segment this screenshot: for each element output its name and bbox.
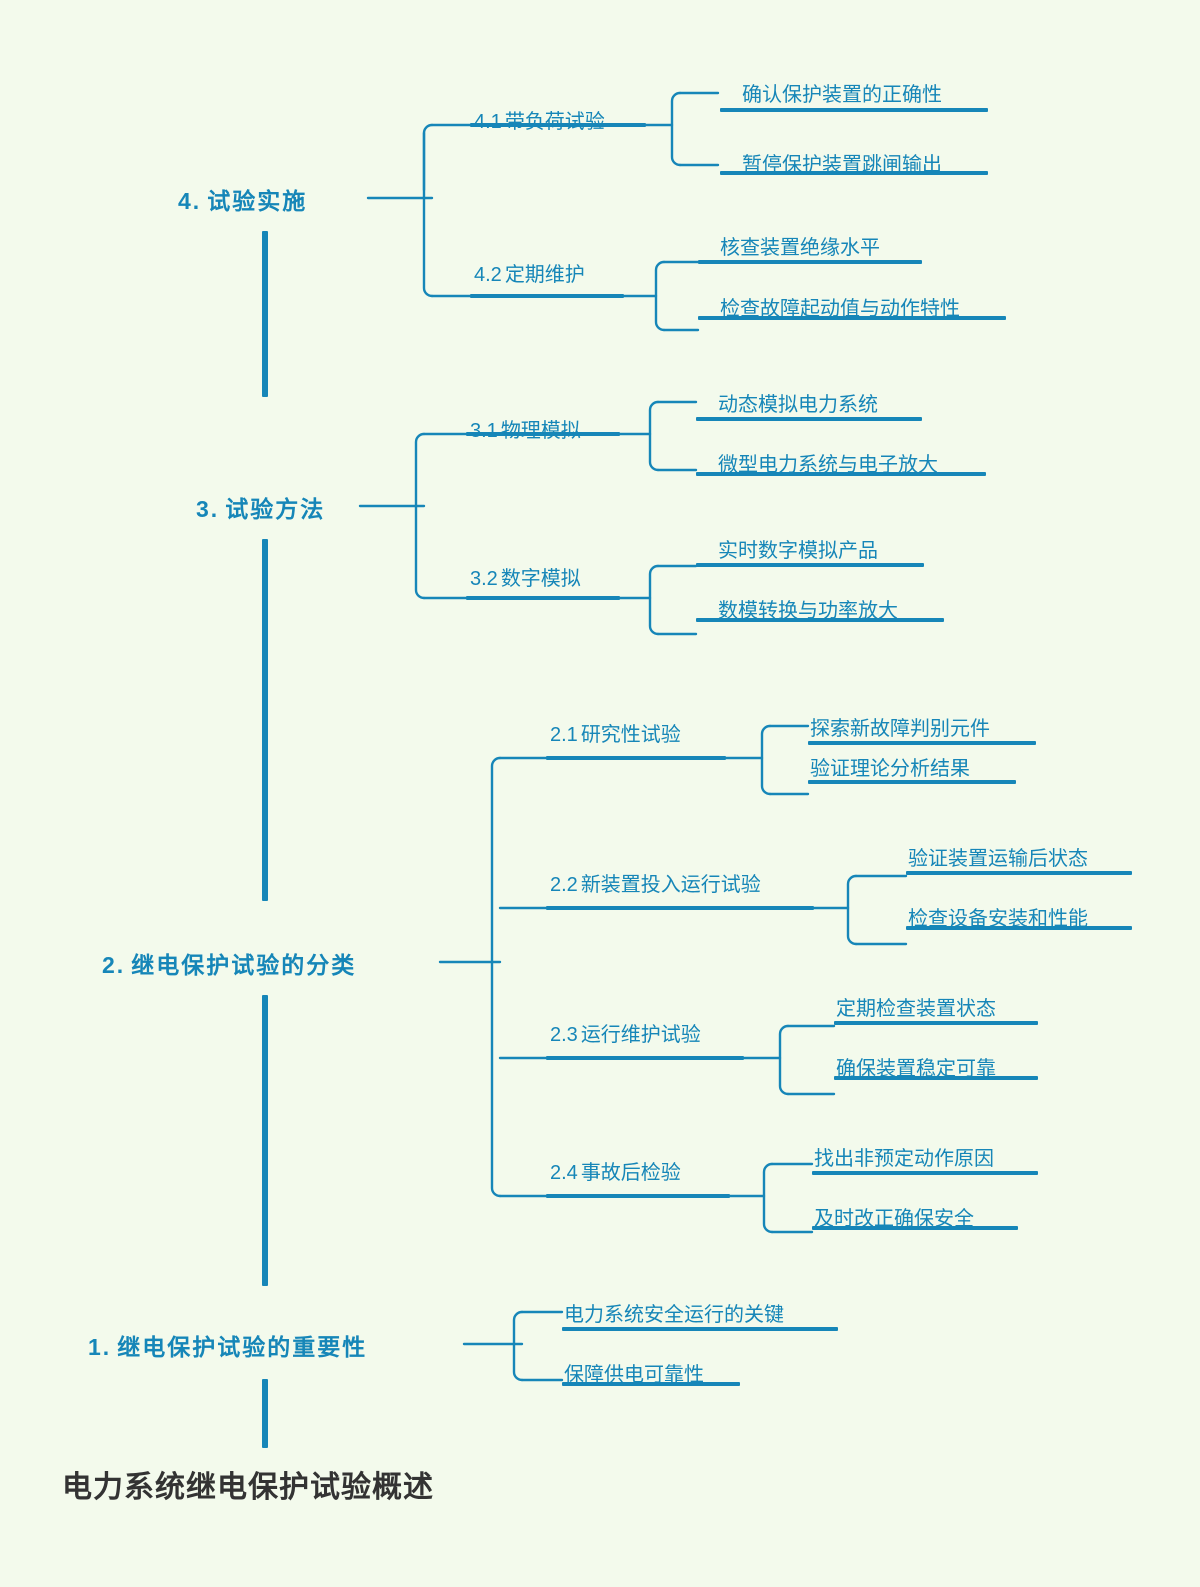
leaf-2-2-a[interactable]: 验证装置运输后状态: [908, 848, 1088, 870]
branch-node-1-label: 继电保护试验的重要性: [117, 1334, 368, 1360]
subnode-2-4-label: 事故后检验: [580, 1162, 681, 1184]
subnode-2-3-number: 2.3: [550, 1024, 578, 1046]
trunk-segment-top: [262, 231, 268, 397]
subnode-4-2-underline: [470, 294, 624, 298]
leaf-4-1-a-underline: [720, 108, 988, 112]
subnode-3-1-label: 物理模拟: [500, 420, 581, 442]
branch-node-1[interactable]: 1.继电保护试验的重要性: [88, 1328, 367, 1362]
branch-node-3[interactable]: 3.试验方法: [196, 490, 325, 524]
subnode-2-2-label: 新装置投入运行试验: [580, 874, 761, 896]
leaf-4-1-a[interactable]: 确认保护装置的正确性: [742, 84, 942, 106]
subnode-3-2-underline: [466, 596, 620, 600]
leaf-2-4-a-underline: [812, 1171, 1038, 1175]
leaf-2-1-b[interactable]: 验证理论分析结果: [810, 758, 970, 780]
leaf-3-2-a[interactable]: 实时数字模拟产品: [718, 540, 878, 562]
subnode-4-1-label: 带负荷试验: [504, 111, 605, 133]
leaf-2-1-a[interactable]: 探索新故障判别元件: [810, 718, 990, 740]
leaf-4-2-a[interactable]: 核查装置绝缘水平: [720, 237, 880, 259]
branch-node-4-label: 试验实施: [207, 188, 308, 214]
subnode-2-4-underline: [546, 1194, 730, 1198]
branch-node-3-number: 3.: [196, 496, 220, 522]
leaf-2-2-b[interactable]: 检查设备安装和性能: [908, 908, 1088, 930]
leaf-1-b-underline: [562, 1382, 740, 1386]
subnode-2-2-underline: [546, 906, 814, 910]
branch-node-1-number: 1.: [88, 1334, 112, 1360]
trunk-segment-bottom: [262, 1379, 268, 1448]
subnode-4-2-label: 定期维护: [504, 264, 585, 286]
branch-node-4-number: 4.: [178, 188, 202, 214]
subnode-2-3-underline: [546, 1056, 744, 1060]
branch-node-3-label: 试验方法: [225, 496, 326, 522]
leaf-2-2-b-underline: [906, 926, 1132, 930]
subnode-3-1-number: 3.1: [470, 420, 498, 442]
leaf-4-1-b[interactable]: 暂停保护装置跳闸输出: [742, 154, 942, 176]
subnode-2-1-number: 2.1: [550, 724, 578, 746]
leaf-4-2-b[interactable]: 检查故障起动值与动作特性: [720, 298, 960, 320]
leaf-2-4-a[interactable]: 找出非预定动作原因: [814, 1148, 994, 1170]
subnode-3-2-number: 3.2: [470, 568, 498, 590]
leaf-3-1-a-underline: [696, 417, 922, 421]
leaf-2-3-a[interactable]: 定期检查装置状态: [836, 998, 996, 1020]
subnode-2-1-underline: [546, 756, 726, 760]
leaf-2-4-b-underline: [812, 1226, 1018, 1230]
leaf-2-1-a-underline: [808, 741, 1036, 745]
leaf-3-1-a[interactable]: 动态模拟电力系统: [718, 394, 878, 416]
branch-node-2-label: 继电保护试验的分类: [131, 952, 357, 978]
leaf-2-2-a-underline: [906, 871, 1132, 875]
subnode-3-1-underline: [466, 432, 620, 436]
leaf-3-2-b[interactable]: 数模转换与功率放大: [718, 600, 898, 622]
leaf-3-2-b-underline: [696, 618, 944, 622]
leaf-2-4-b[interactable]: 及时改正确保安全: [814, 1208, 974, 1230]
leaf-2-1-b-underline: [808, 780, 1016, 784]
leaf-3-2-a-underline: [696, 563, 924, 567]
leaf-2-3-b[interactable]: 确保装置稳定可靠: [836, 1058, 996, 1080]
leaf-1-b[interactable]: 保障供电可靠性: [564, 1364, 704, 1386]
branch-node-4[interactable]: 4.试验实施: [178, 182, 307, 216]
leaf-2-3-a-underline: [834, 1021, 1038, 1025]
leaf-4-1-b-underline: [720, 171, 988, 175]
subnode-2-3-label: 运行维护试验: [580, 1024, 701, 1046]
subnode-4-2-number: 4.2: [474, 264, 502, 286]
subnode-4-1-underline: [470, 123, 646, 127]
trunk-segment-low: [262, 995, 268, 1286]
leaf-1-a[interactable]: 电力系统安全运行的关键: [564, 1304, 784, 1326]
subnode-2-1-label: 研究性试验: [580, 724, 681, 746]
leaf-2-3-b-underline: [834, 1076, 1038, 1080]
subnode-2-4-number: 2.4: [550, 1162, 578, 1184]
subnode-3-2-label: 数字模拟: [500, 568, 581, 590]
branch-node-2[interactable]: 2.继电保护试验的分类: [102, 946, 356, 980]
subnode-2-2-number: 2.2: [550, 874, 578, 896]
leaf-3-1-b[interactable]: 微型电力系统与电子放大: [718, 454, 938, 476]
leaf-3-1-b-underline: [696, 472, 986, 476]
branch-node-2-number: 2.: [102, 952, 126, 978]
leaf-4-2-a-underline: [698, 260, 922, 264]
root-title[interactable]: 电力系统继电保护试验概述: [62, 1471, 434, 1504]
subnode-4-1-number: 4.1: [474, 111, 502, 133]
trunk-segment-mid: [262, 539, 268, 901]
leaf-4-2-b-underline: [698, 316, 1006, 320]
leaf-1-a-underline: [562, 1327, 838, 1331]
